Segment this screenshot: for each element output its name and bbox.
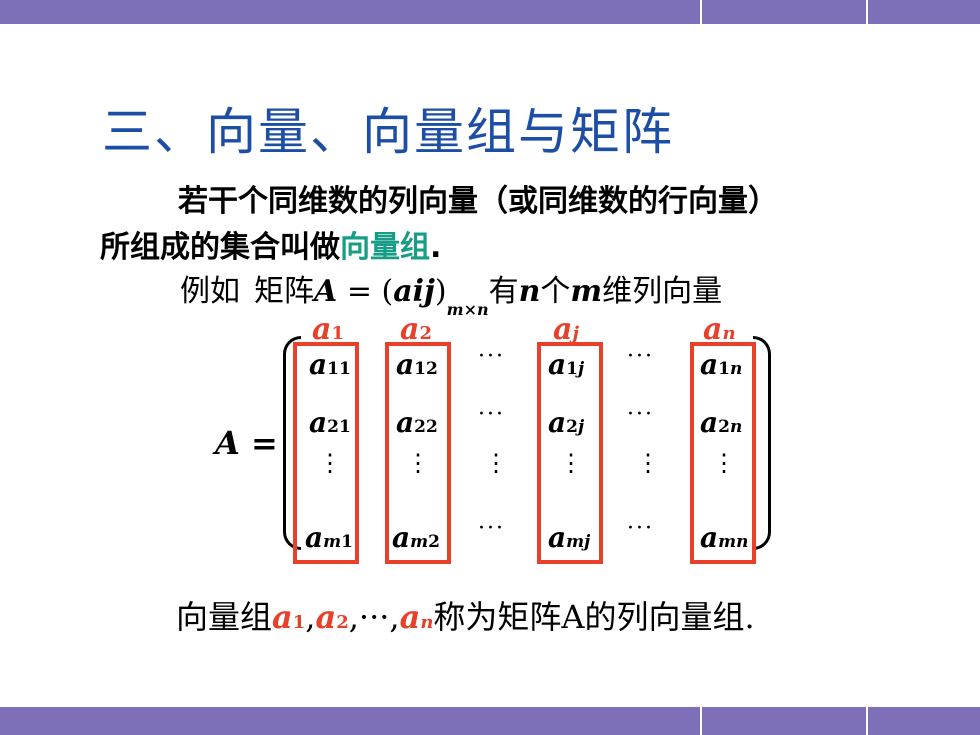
column-head: an	[703, 312, 736, 347]
vertical-ellipsis: ⋮	[712, 449, 736, 477]
example-lead: 例如	[180, 274, 240, 309]
vertical-ellipsis: ⋮	[636, 449, 660, 477]
slide-title: 三、向量、向量组与矩阵	[102, 103, 674, 161]
example-line: 例如矩阵A = (aij)m×n有n个m维列向量	[180, 266, 722, 319]
paragraph-period: .	[430, 230, 442, 265]
matrix-symbol: A	[314, 274, 338, 309]
a-symbol: a	[393, 274, 413, 309]
top-bar	[0, 0, 980, 24]
equals-paren: = (	[337, 274, 394, 309]
matrix-entry: amj	[548, 521, 591, 554]
m-symbol: m	[570, 274, 603, 309]
close-paren: )	[434, 274, 447, 309]
vector-a2: a2	[315, 598, 349, 636]
example-text: 维列向量	[602, 274, 723, 309]
example-text: 矩阵	[254, 274, 314, 309]
matrix-entry: a1n	[700, 348, 743, 381]
vector-an: an	[399, 598, 434, 636]
summary-ellipsis: ,···,	[348, 598, 400, 636]
paragraph-text: 所组成的集合叫做	[100, 230, 340, 265]
column-box-j	[537, 342, 603, 564]
matrix-entry: amn	[700, 521, 749, 554]
ellipsis: ···	[478, 344, 505, 369]
vector-group-term: 向量组	[340, 230, 430, 265]
matrix-entry: a12	[396, 348, 438, 381]
matrix-entry: a21	[309, 406, 351, 439]
vertical-ellipsis: ⋮	[559, 449, 583, 477]
example-text: 有	[488, 274, 519, 309]
ellipsis: ···	[478, 516, 505, 541]
summary-suffix: 称为矩阵A的列向量组.	[433, 598, 755, 636]
matrix-entry: a11	[309, 348, 351, 381]
matrix-entry: a1j	[548, 348, 585, 381]
matrix-entry: a2n	[700, 406, 743, 439]
mxn-subscript: m×n	[446, 300, 489, 319]
summary-line: 向量组a1,a2,···,an称为矩阵A的列向量组.	[176, 598, 755, 636]
paragraph-line-2: 所组成的集合叫做向量组.	[100, 222, 441, 266]
example-text: 个	[540, 274, 571, 309]
matrix-entry: am1	[305, 521, 353, 554]
column-box-1	[293, 342, 359, 564]
ij-subscript: ij	[412, 274, 435, 309]
bottom-bar	[0, 707, 980, 735]
vertical-ellipsis: ⋮	[484, 449, 508, 477]
ellipsis: ···	[627, 402, 654, 427]
top-bar-divider	[700, 0, 702, 24]
column-head: a1	[312, 312, 344, 347]
top-bar-divider	[866, 0, 868, 24]
paragraph-line-1: 若干个同维数的列向量（或同维数的行向量）	[178, 184, 778, 219]
column-box-n	[690, 342, 756, 564]
column-head: aj	[553, 312, 579, 347]
matrix-label: A =	[215, 424, 278, 462]
bottom-bar-divider	[866, 707, 868, 735]
ellipsis: ···	[627, 344, 654, 369]
vector-a1: a1	[272, 598, 306, 636]
ellipsis: ···	[478, 402, 505, 427]
vertical-ellipsis: ⋮	[318, 449, 342, 477]
ellipsis: ···	[627, 516, 654, 541]
matrix-entry: a2j	[548, 406, 585, 439]
vertical-ellipsis: ⋮	[406, 449, 430, 477]
column-head: a2	[400, 312, 432, 347]
matrix-entry: a22	[396, 406, 438, 439]
bottom-bar-divider	[700, 707, 702, 735]
matrix-entry: am2	[392, 521, 440, 554]
column-box-2	[385, 342, 451, 564]
summary-prefix: 向量组	[176, 598, 273, 636]
n-symbol: n	[518, 274, 541, 309]
